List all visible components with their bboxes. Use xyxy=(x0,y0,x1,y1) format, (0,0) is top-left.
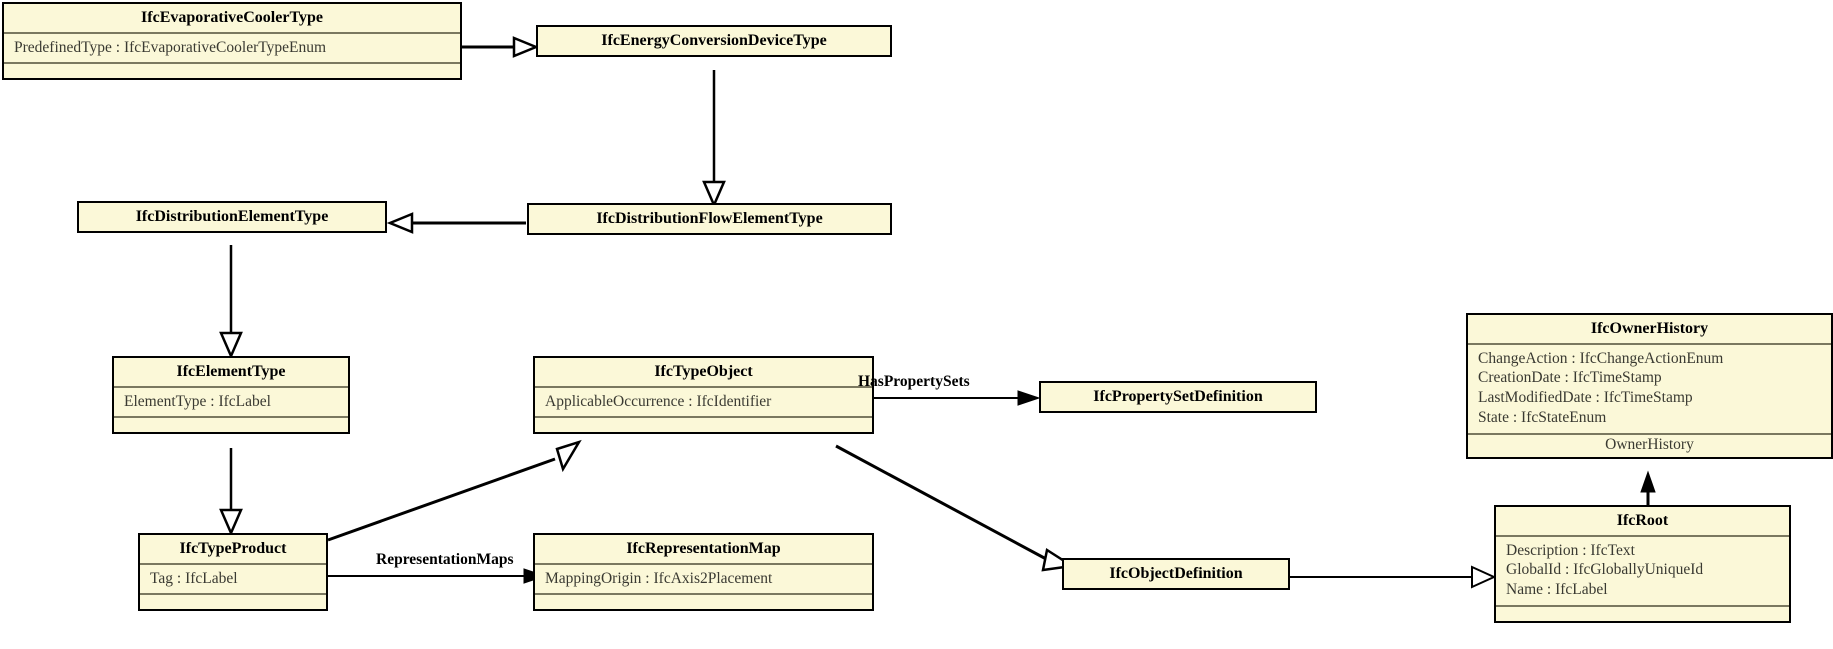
class-attribute: LastModifiedDate : IfcTimeStamp xyxy=(1478,389,1693,407)
class-separator xyxy=(4,62,460,65)
class-separator xyxy=(114,416,348,419)
edge-distribution-element-to-element-type xyxy=(219,245,243,360)
class-title: IfcOwnerHistory xyxy=(1590,320,1709,337)
class-box-ifc-property-set-definition[interactable]: IfcPropertySetDefinition xyxy=(1039,381,1317,413)
class-box-ifc-type-product[interactable]: IfcTypeProduct Tag : IfcLabel xyxy=(138,533,328,612)
class-title: IfcObjectDefinition xyxy=(1109,565,1243,582)
class-attributes: Description : IfcText GlobalId : IfcGlob… xyxy=(1496,537,1789,605)
class-title: IfcDistributionElementType xyxy=(135,208,329,225)
class-box-ifc-type-object[interactable]: IfcTypeObject ApplicableOccurrence : Ifc… xyxy=(533,356,874,435)
class-attribute: ElementType : IfcLabel xyxy=(124,392,271,410)
class-box-ifc-element-type[interactable]: IfcElementType ElementType : IfcLabel xyxy=(112,356,350,435)
class-box-ifc-distribution-element-type[interactable]: IfcDistributionElementType xyxy=(77,201,387,233)
class-separator xyxy=(535,562,872,565)
class-attribute: State : IfcStateEnum xyxy=(1478,409,1607,427)
class-separator xyxy=(1496,534,1789,537)
class-operations xyxy=(535,595,872,609)
edge-distribution-flow-to-distribution-element xyxy=(386,212,526,234)
edge-type-product-to-representation-map xyxy=(328,568,547,584)
class-separator xyxy=(114,385,348,388)
class-attribute: Name : IfcLabel xyxy=(1506,581,1608,599)
class-box-ifc-object-definition[interactable]: IfcObjectDefinition xyxy=(1062,558,1290,590)
class-box-ifc-energy-conversion-device-type[interactable]: IfcEnergyConversionDeviceType xyxy=(536,25,892,57)
class-title: IfcTypeProduct xyxy=(179,540,287,557)
edge-energy-conversion-to-distribution-flow xyxy=(702,70,726,209)
class-attributes: ChangeAction : IfcChangeActionEnum Creat… xyxy=(1468,345,1831,433)
class-attribute: PredefinedType : IfcEvaporativeCoolerTyp… xyxy=(14,38,327,56)
class-box-ifc-representation-map[interactable]: IfcRepresentationMap MappingOrigin : Ifc… xyxy=(533,533,874,612)
class-attribute: ApplicableOccurrence : IfcIdentifier xyxy=(545,392,772,410)
class-operations xyxy=(1496,607,1789,621)
class-separator xyxy=(535,416,872,419)
edge-element-type-to-type-product xyxy=(219,448,243,537)
class-title: IfcEvaporativeCoolerType xyxy=(141,9,323,26)
class-box-ifc-distribution-flow-element-type[interactable]: IfcDistributionFlowElementType xyxy=(527,203,892,235)
edge-label-has-property-sets: HasPropertySets xyxy=(858,373,970,390)
edge-type-object-to-property-set-definition xyxy=(874,390,1041,406)
class-operation: OwnerHistory xyxy=(1605,435,1694,453)
class-operations xyxy=(4,64,460,78)
class-operations xyxy=(140,595,326,609)
edge-type-product-to-type-object xyxy=(327,439,582,542)
class-operations xyxy=(114,418,348,432)
class-title: IfcRoot xyxy=(1616,512,1669,529)
class-separator xyxy=(140,593,326,596)
class-separator xyxy=(535,593,872,596)
class-title: IfcPropertySetDefinition xyxy=(1093,388,1263,405)
class-title: IfcEnergyConversionDeviceType xyxy=(601,32,827,49)
class-separator xyxy=(4,31,460,34)
class-separator xyxy=(140,562,326,565)
class-box-ifc-evaporative-cooler-type[interactable]: IfcEvaporativeCoolerType PredefinedType … xyxy=(2,2,462,81)
class-attribute: ChangeAction : IfcChangeActionEnum xyxy=(1478,349,1724,367)
edge-object-definition-to-root xyxy=(1290,565,1497,589)
class-title: IfcTypeObject xyxy=(654,363,753,380)
class-operations xyxy=(535,418,872,432)
class-separator xyxy=(1468,342,1831,345)
class-separator xyxy=(1468,432,1831,435)
class-attribute: MappingOrigin : IfcAxis2Placement xyxy=(545,569,773,587)
class-separator xyxy=(1496,605,1789,608)
class-title: IfcDistributionFlowElementType xyxy=(596,210,823,227)
class-title: IfcRepresentationMap xyxy=(626,540,781,557)
class-box-ifc-root[interactable]: IfcRoot Description : IfcText GlobalId :… xyxy=(1494,505,1791,624)
class-attribute: GlobalId : IfcGloballyUniqueId xyxy=(1506,561,1704,579)
class-title: IfcElementType xyxy=(176,363,286,380)
edge-root-to-owner-history xyxy=(1640,470,1656,505)
class-box-ifc-owner-history[interactable]: IfcOwnerHistory ChangeAction : IfcChange… xyxy=(1466,313,1833,459)
edge-label-representation-maps: RepresentationMaps xyxy=(376,551,514,568)
edge-evaporative-to-energy-conversion xyxy=(462,36,540,58)
class-attribute: Description : IfcText xyxy=(1506,541,1635,559)
class-attribute: CreationDate : IfcTimeStamp xyxy=(1478,369,1662,387)
class-attribute: Tag : IfcLabel xyxy=(150,569,238,587)
class-separator xyxy=(535,385,872,388)
